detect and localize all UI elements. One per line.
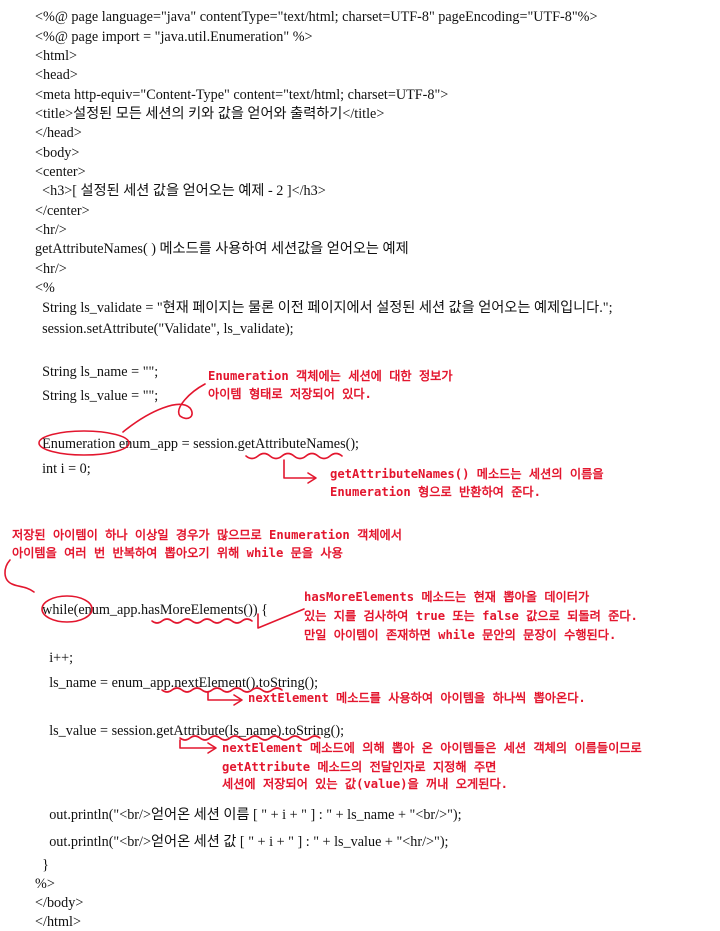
code-line-ls-name: String ls_name = ""; <box>35 364 159 380</box>
code-line-ls-validate: String ls_validate = "현재 페이지는 물론 이전 페이지에… <box>35 300 613 316</box>
while-note-line-1: 저장된 아이템이 하나 이상일 경우가 많으므로 Enumeration 객체에… <box>12 528 402 542</box>
getattributenames-underline <box>245 452 343 460</box>
code-line-page-directive: <%@ page language="java" contentType="te… <box>35 9 598 25</box>
code-line-html-open: <html> <box>35 48 78 64</box>
nextelement-note-line-1: nextElement 메소드를 사용하여 아이템을 하나씩 뽑아온다. <box>248 691 586 705</box>
getattribute-note-line-3: 세션에 저장되어 있는 값(value)을 꺼내 오게된다. <box>222 777 508 791</box>
hasmoreelements-arrow <box>257 608 305 629</box>
code-line-head-close: </head> <box>35 125 82 141</box>
getattribute-note-line-1: nextElement 메소드에 의해 뽑아 온 아이템들은 세션 객체의 이름… <box>222 741 642 755</box>
hasmoreelements-note-line-3: 만일 아이템이 존재하면 while 문안의 문장이 수행된다. <box>304 628 617 642</box>
code-line-import-directive: <%@ page import = "java.util.Enumeration… <box>35 29 313 45</box>
hasmoreelements-underline <box>151 618 253 624</box>
code-line-get-attribute: ls_value = session.getAttribute(ls_name)… <box>35 723 345 739</box>
hasmoreelements-note-line-1: hasMoreElements 메소드는 현재 뽑아올 데이터가 <box>304 590 590 604</box>
code-line-scriptlet-close: %> <box>35 876 55 892</box>
enumeration-note-arrow <box>122 383 206 433</box>
getattribute-note-line-2: getAttribute 메소드의 전달인자로 지정해 주면 <box>222 760 497 774</box>
code-line-body-close: </body> <box>35 895 84 911</box>
while-loop-arrow <box>4 559 35 593</box>
code-line-meta: <meta http-equiv="Content-Type" content=… <box>35 87 449 103</box>
nextelement-arrowhead <box>233 694 243 706</box>
code-line-set-attribute: session.setAttribute("Validate", ls_vali… <box>35 321 294 337</box>
enumeration-note-line-1: Enumeration 객체에는 세션에 대한 정보가 <box>208 369 453 383</box>
code-line-println-value: out.println("<br/>얻어온 세션 값 [ " + i + " ]… <box>35 834 449 850</box>
code-line-brace-close: } <box>35 857 49 873</box>
code-line-center-open: <center> <box>35 164 86 180</box>
code-line-scriptlet-open: <% <box>35 280 55 296</box>
code-line-ls-value: String ls_value = ""; <box>35 388 159 404</box>
while-note-line-2: 아이템을 여러 번 반복하여 뽑아오기 위해 while 문을 사용 <box>12 546 343 560</box>
code-line-center-close: </center> <box>35 203 90 219</box>
getattribute-arrow <box>179 739 215 749</box>
code-line-while: while(enum_app.hasMoreElements()) { <box>35 602 268 618</box>
code-line-int-i: int i = 0; <box>35 461 91 477</box>
getattributenames-note-line-1: getAttributeNames() 메소드는 세션의 이름을 <box>330 467 604 481</box>
enumeration-note-line-2: 아이템 형태로 저장되어 있다. <box>208 387 372 401</box>
code-line-hr-2: <hr/> <box>35 261 67 277</box>
code-line-h3: <h3>[ 설정된 세션 값을 얻어오는 예제 - 2 ]</h3> <box>35 183 326 199</box>
code-line-println-name: out.println("<br/>얻어온 세션 이름 [ " + i + " … <box>35 807 462 823</box>
getattribute-underline <box>179 735 321 741</box>
code-line-title: <title>설정된 모든 세션의 키와 값을 얻어와 출력하기</title> <box>35 106 385 122</box>
code-line-next-element: ls_name = enum_app.nextElement().toStrin… <box>35 675 319 691</box>
enumeration-circle-mark <box>38 430 130 456</box>
getattributenames-arrowhead <box>307 472 317 484</box>
while-circle-mark <box>41 595 93 623</box>
getattributenames-note-line-2: Enumeration 형으로 반환하여 준다. <box>330 485 541 499</box>
code-line-body-open: <body> <box>35 145 80 161</box>
code-line-html-close: </html> <box>35 914 81 930</box>
code-line-i-increment: i++; <box>35 650 74 666</box>
code-line-hr-1: <hr/> <box>35 222 67 238</box>
nextelement-underline <box>161 687 283 693</box>
code-line-head-open: <head> <box>35 67 78 83</box>
getattribute-arrowhead <box>207 742 217 754</box>
getattributenames-arrow <box>283 459 315 479</box>
code-line-enumeration: Enumeration enum_app = session.getAttrib… <box>35 436 359 452</box>
code-line-description: getAttributeNames( ) 메소드를 사용하여 세션값을 얻어오는… <box>35 241 409 257</box>
nextelement-arrow <box>207 691 241 701</box>
hasmoreelements-note-line-2: 있는 지를 검사하여 true 또는 false 값으로 되돌려 준다. <box>304 609 638 623</box>
